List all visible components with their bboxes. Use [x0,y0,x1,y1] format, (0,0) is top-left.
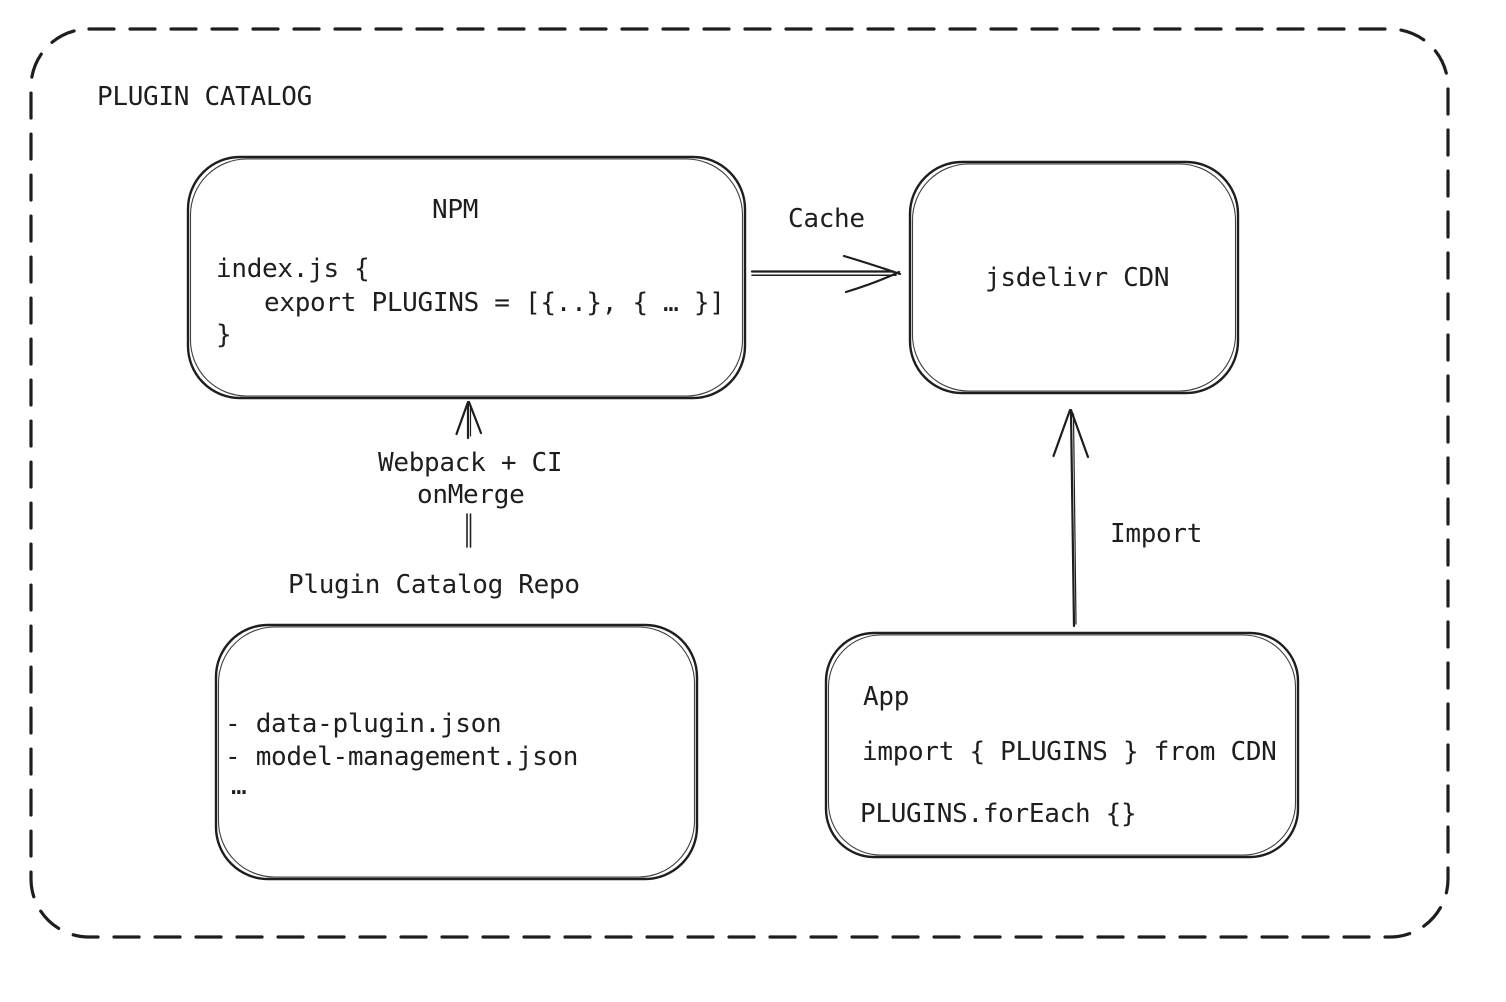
build-arrow-label-line-2: onMerge [417,480,525,510]
app-box-outline [824,631,1300,859]
app-box-title: App [863,682,910,712]
webpack-arrow [455,400,483,440]
npm-box-outline [186,155,747,400]
npm-box-title: NPM [432,195,479,225]
app-code-line-2: PLUGINS.forEach {} [860,799,1137,829]
diagram-title: PLUGIN CATALOG [97,82,312,112]
app-code-line-1: import { PLUGINS } from CDN [862,737,1277,767]
npm-code-line-1: index.js { [216,254,370,284]
repo-item-1: - data-plugin.json [225,709,502,739]
cdn-box-outline [908,160,1240,395]
repo-box-outline [214,623,699,881]
repo-box-label: Plugin Catalog Repo [288,570,580,600]
cache-arrow-label: Cache [788,204,865,234]
npm-code-line-2: export PLUGINS = [{..}, { … }] [264,288,725,318]
npm-code-line-3: } [216,320,232,350]
repo-item-2: - model-management.json [225,742,579,772]
build-arrow-label-line-1: Webpack + CI [378,448,563,478]
cdn-box-label: jsdelivr CDN [985,263,1170,293]
repo-connector-line [466,513,472,548]
import-arrow [1052,408,1090,628]
repo-item-ellipsis: … [231,771,247,801]
import-arrow-label: Import [1110,519,1203,549]
cache-arrow [750,254,902,294]
catalog-boundary [29,27,1450,939]
